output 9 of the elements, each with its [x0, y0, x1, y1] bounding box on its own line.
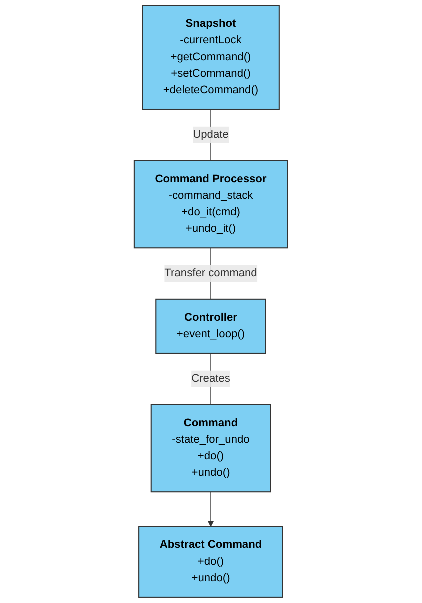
edge-label: Update	[193, 128, 229, 141]
edge-label: Transfer command	[164, 268, 258, 280]
arrow	[208, 492, 214, 528]
node-box: Command -state_for_undo +do() +undo()	[150, 404, 272, 493]
node-box: Abstract Command +do() +undo()	[138, 526, 284, 598]
node-box: Snapshot -currentLock +getCommand() +setCommand() +deleteCommand()	[142, 5, 280, 110]
node-box: Command Processor -command_stack +do_it(cmd) +undo_it()	[134, 160, 288, 249]
edge-label: Creates	[192, 372, 230, 385]
node-box: Controller +event_loop()	[156, 298, 266, 354]
